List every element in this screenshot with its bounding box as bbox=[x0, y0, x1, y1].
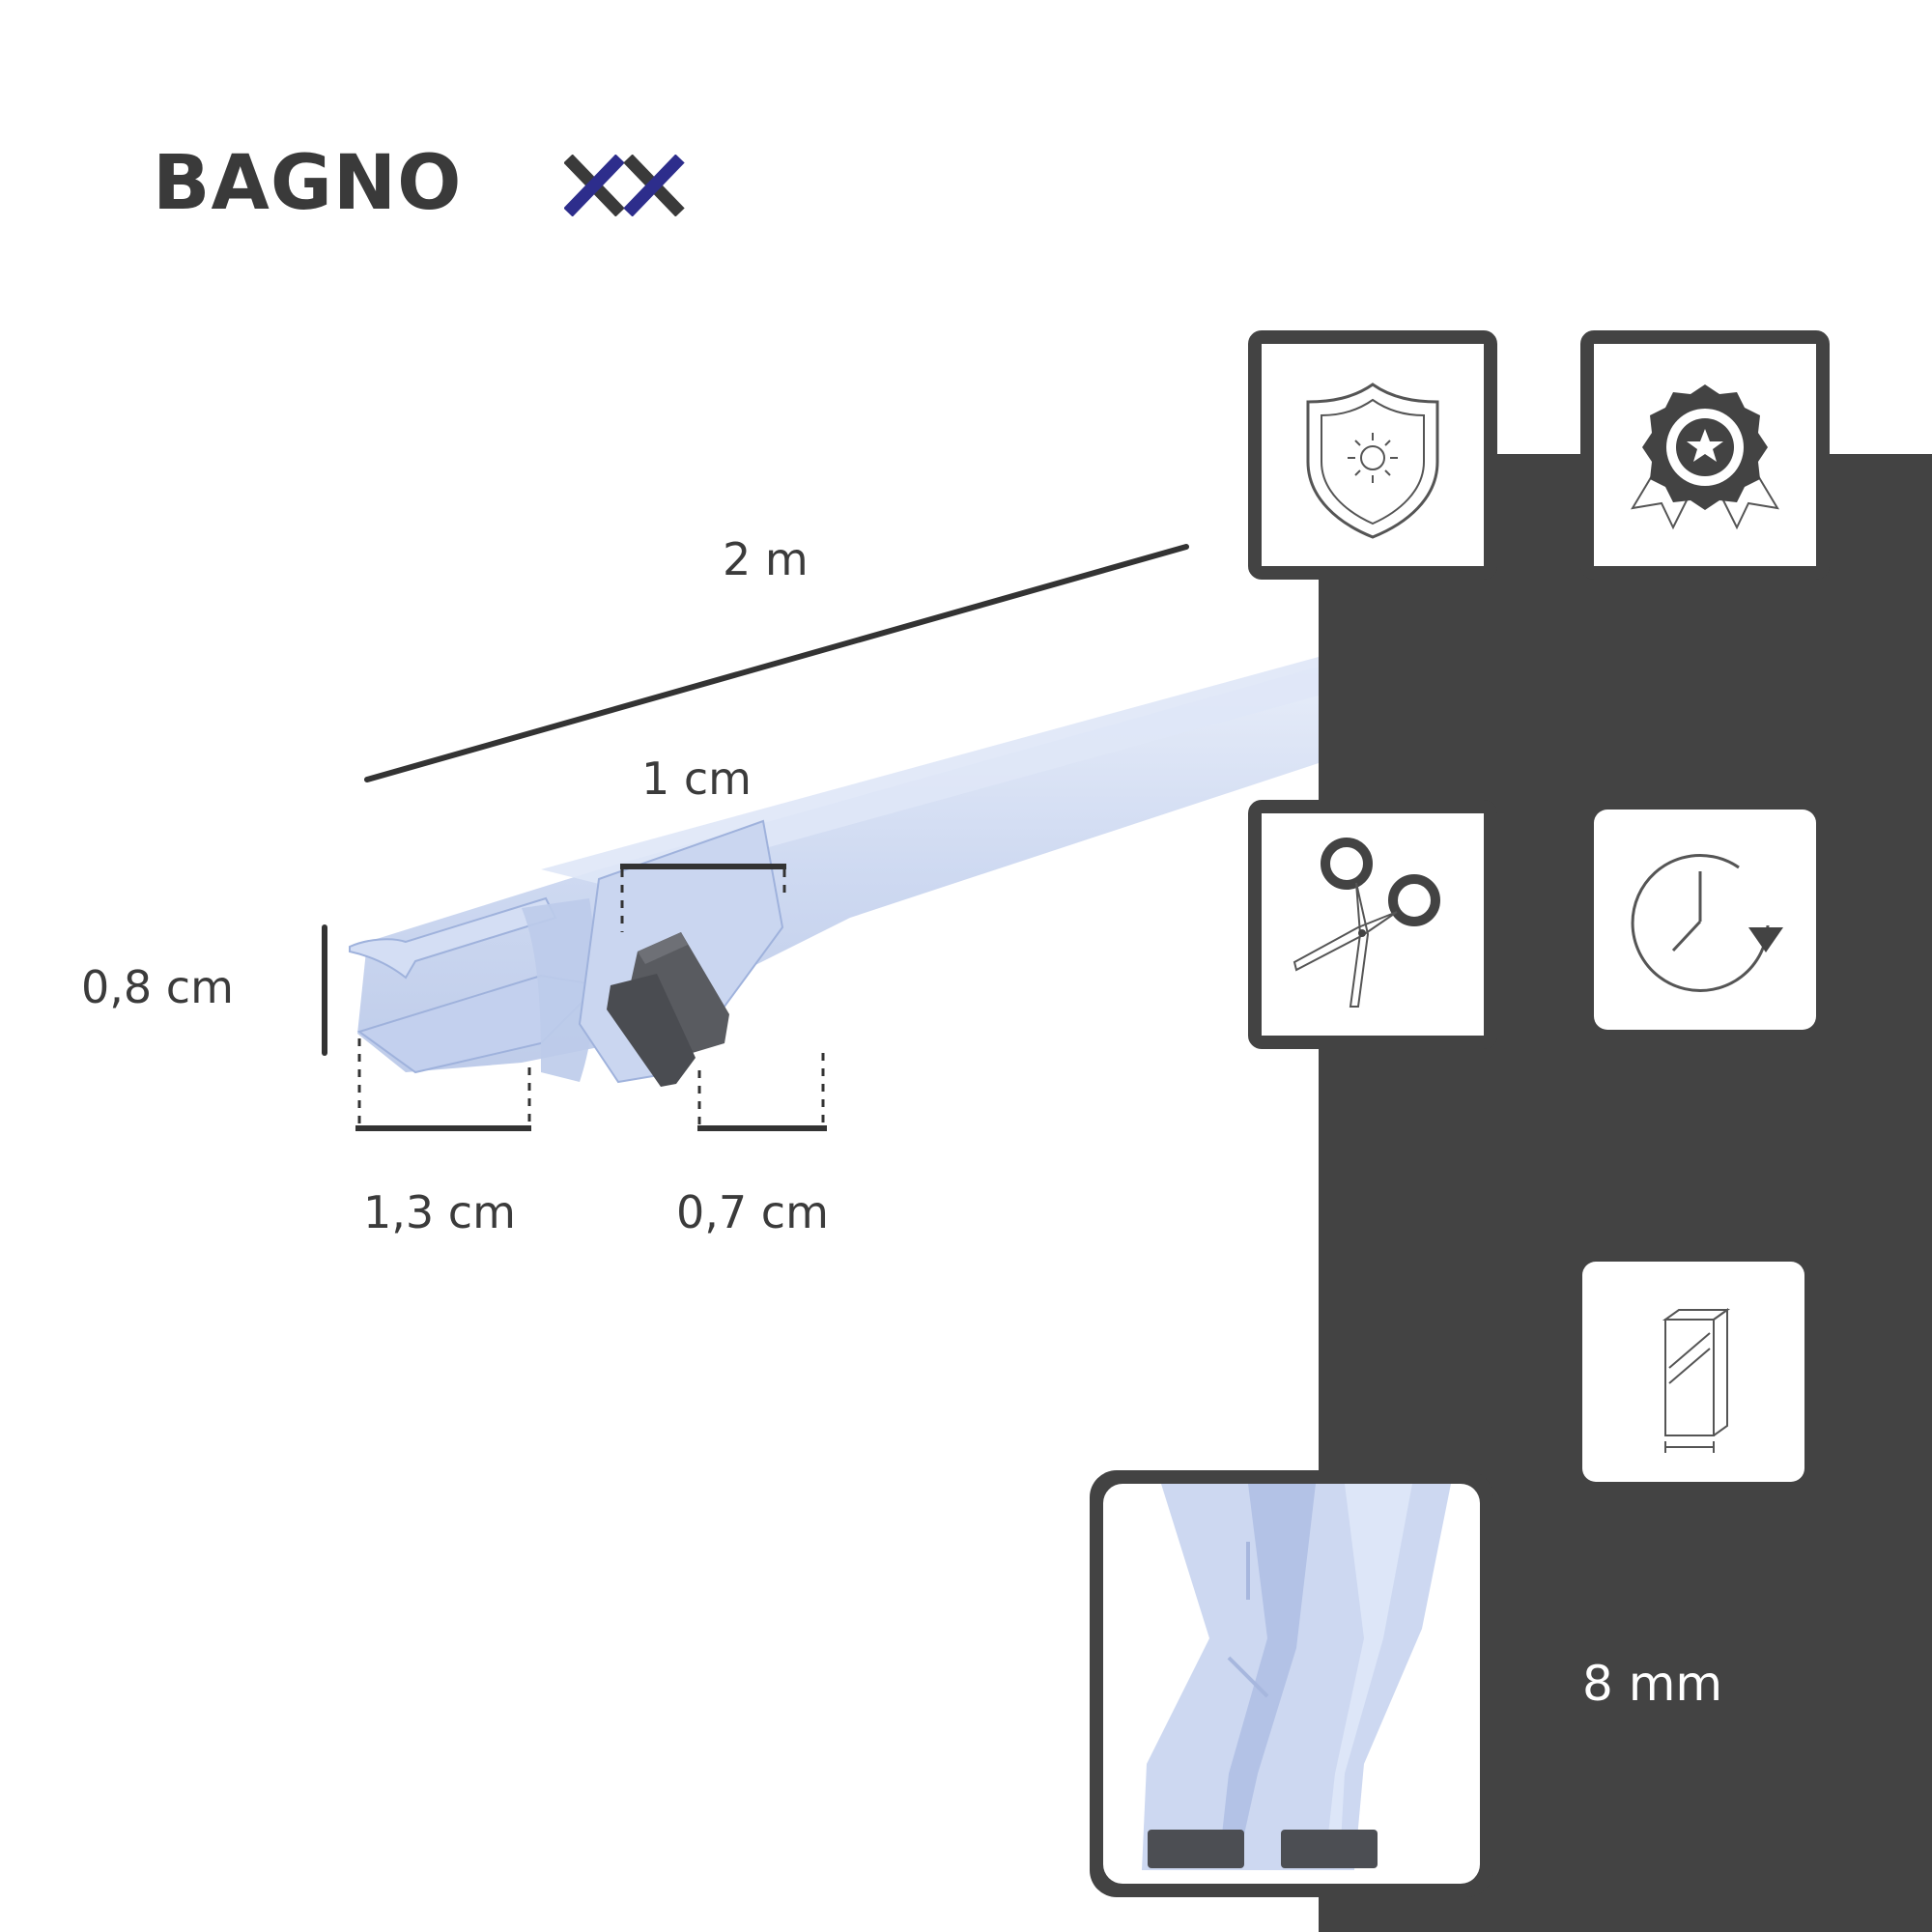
length-label: 2 m bbox=[723, 533, 809, 585]
top-width-dimension bbox=[620, 864, 786, 932]
flange-width-dimension bbox=[355, 1038, 531, 1131]
height-label: 0,8 cm bbox=[81, 961, 234, 1013]
uv-shield-icon bbox=[1306, 383, 1439, 539]
magnet-strip bbox=[607, 932, 729, 1087]
quality-feature bbox=[1580, 330, 1830, 580]
seal-center-groove bbox=[522, 898, 596, 1082]
magnet-closeup-drawing bbox=[1142, 1484, 1451, 1870]
length-dimension-line bbox=[364, 544, 1189, 782]
magnet-width-dimension bbox=[697, 1053, 827, 1131]
glass-thickness-icon bbox=[1662, 1308, 1731, 1453]
magnet-closeup-photo bbox=[1090, 1470, 1493, 1897]
quality-badge-icon bbox=[1631, 384, 1779, 530]
brand-accent-xx-icon bbox=[564, 155, 685, 216]
flange-width-label: 1,3 cm bbox=[363, 1186, 516, 1238]
glass-thickness-label: 8 mm bbox=[1582, 1656, 1723, 1712]
cuttable-feature bbox=[1248, 800, 1497, 1049]
durability-clock-icon bbox=[1631, 853, 1783, 992]
scissors-icon bbox=[1293, 838, 1440, 1008]
seal-upper-flange bbox=[349, 896, 557, 980]
magnet-width-label: 0,7 cm bbox=[676, 1186, 829, 1238]
glass-thickness-feature bbox=[1582, 1262, 1804, 1482]
durability-feature bbox=[1594, 810, 1816, 1030]
brand-name: BAGNO bbox=[153, 140, 463, 227]
uv-resistant-feature bbox=[1248, 330, 1497, 580]
top-width-label: 1 cm bbox=[641, 753, 752, 805]
